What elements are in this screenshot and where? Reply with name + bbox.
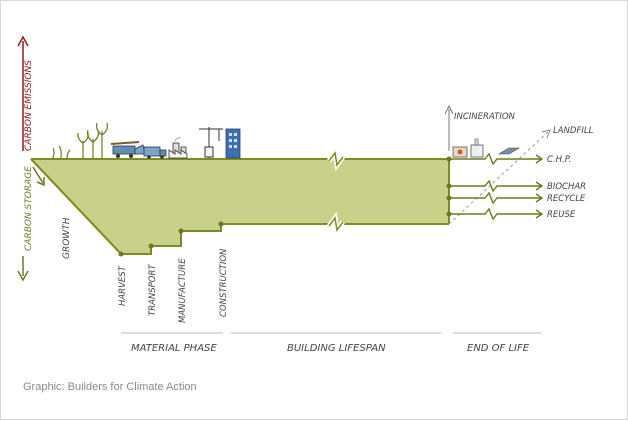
landfill-path — [448, 130, 550, 225]
carbon-storage-label: CARBON STORAGE — [24, 166, 34, 251]
incineration-arrowhead-icon — [444, 104, 454, 115]
reuse-label: REUSE — [547, 210, 576, 220]
growth-label: GROWTH — [62, 217, 72, 259]
construction-label: CONSTRUCTION — [219, 248, 229, 317]
carbon-emissions-label: CARBON EMISSIONS — [24, 60, 34, 151]
building-icon — [225, 128, 241, 159]
seedlings-icon — [52, 145, 71, 159]
emissions-arrowhead-icon — [17, 35, 29, 47]
biochar-label: BIOCHAR — [547, 182, 586, 192]
chp-label: C.H.P. — [547, 155, 571, 165]
crane-icon — [199, 127, 223, 158]
logging-truck-icon — [110, 141, 146, 158]
biochar-arrow — [449, 179, 541, 193]
graphic-credit: Graphic: Builders for Climate Action — [23, 381, 197, 393]
trees-icon — [77, 122, 109, 158]
reuse-arrow — [449, 207, 541, 221]
end-of-life-label: END OF LIFE — [467, 343, 530, 354]
incinerator-icon — [452, 146, 468, 158]
curve-nodes — [118, 156, 452, 257]
origin-down-arrow — [32, 166, 44, 184]
chp-plant-icon — [470, 138, 484, 158]
factory-icon — [168, 137, 188, 159]
origin-arrowhead-icon — [36, 177, 45, 187]
incineration-label: INCINERATION — [454, 112, 516, 122]
chp-arrow — [449, 152, 541, 166]
recycle-arrow — [449, 191, 541, 205]
transport-label: TRANSPORT — [148, 264, 158, 316]
transport-truck-icon — [143, 146, 167, 159]
building-lifespan-label: BUILDING LIFESPAN — [287, 343, 386, 354]
landfill-label: LANDFILL — [553, 126, 594, 136]
landfill-arrowhead-icon — [541, 129, 551, 139]
solar-panels-icon — [497, 147, 521, 155]
carbon-storage-area — [31, 159, 449, 254]
manufacture-label: MANUFACTURE — [178, 258, 188, 323]
harvest-label: HARVEST — [118, 265, 128, 306]
material-phase-label: MATERIAL PHASE — [131, 343, 217, 354]
storage-arrowhead-icon — [17, 270, 29, 282]
recycle-label: RECYCLE — [547, 194, 586, 204]
